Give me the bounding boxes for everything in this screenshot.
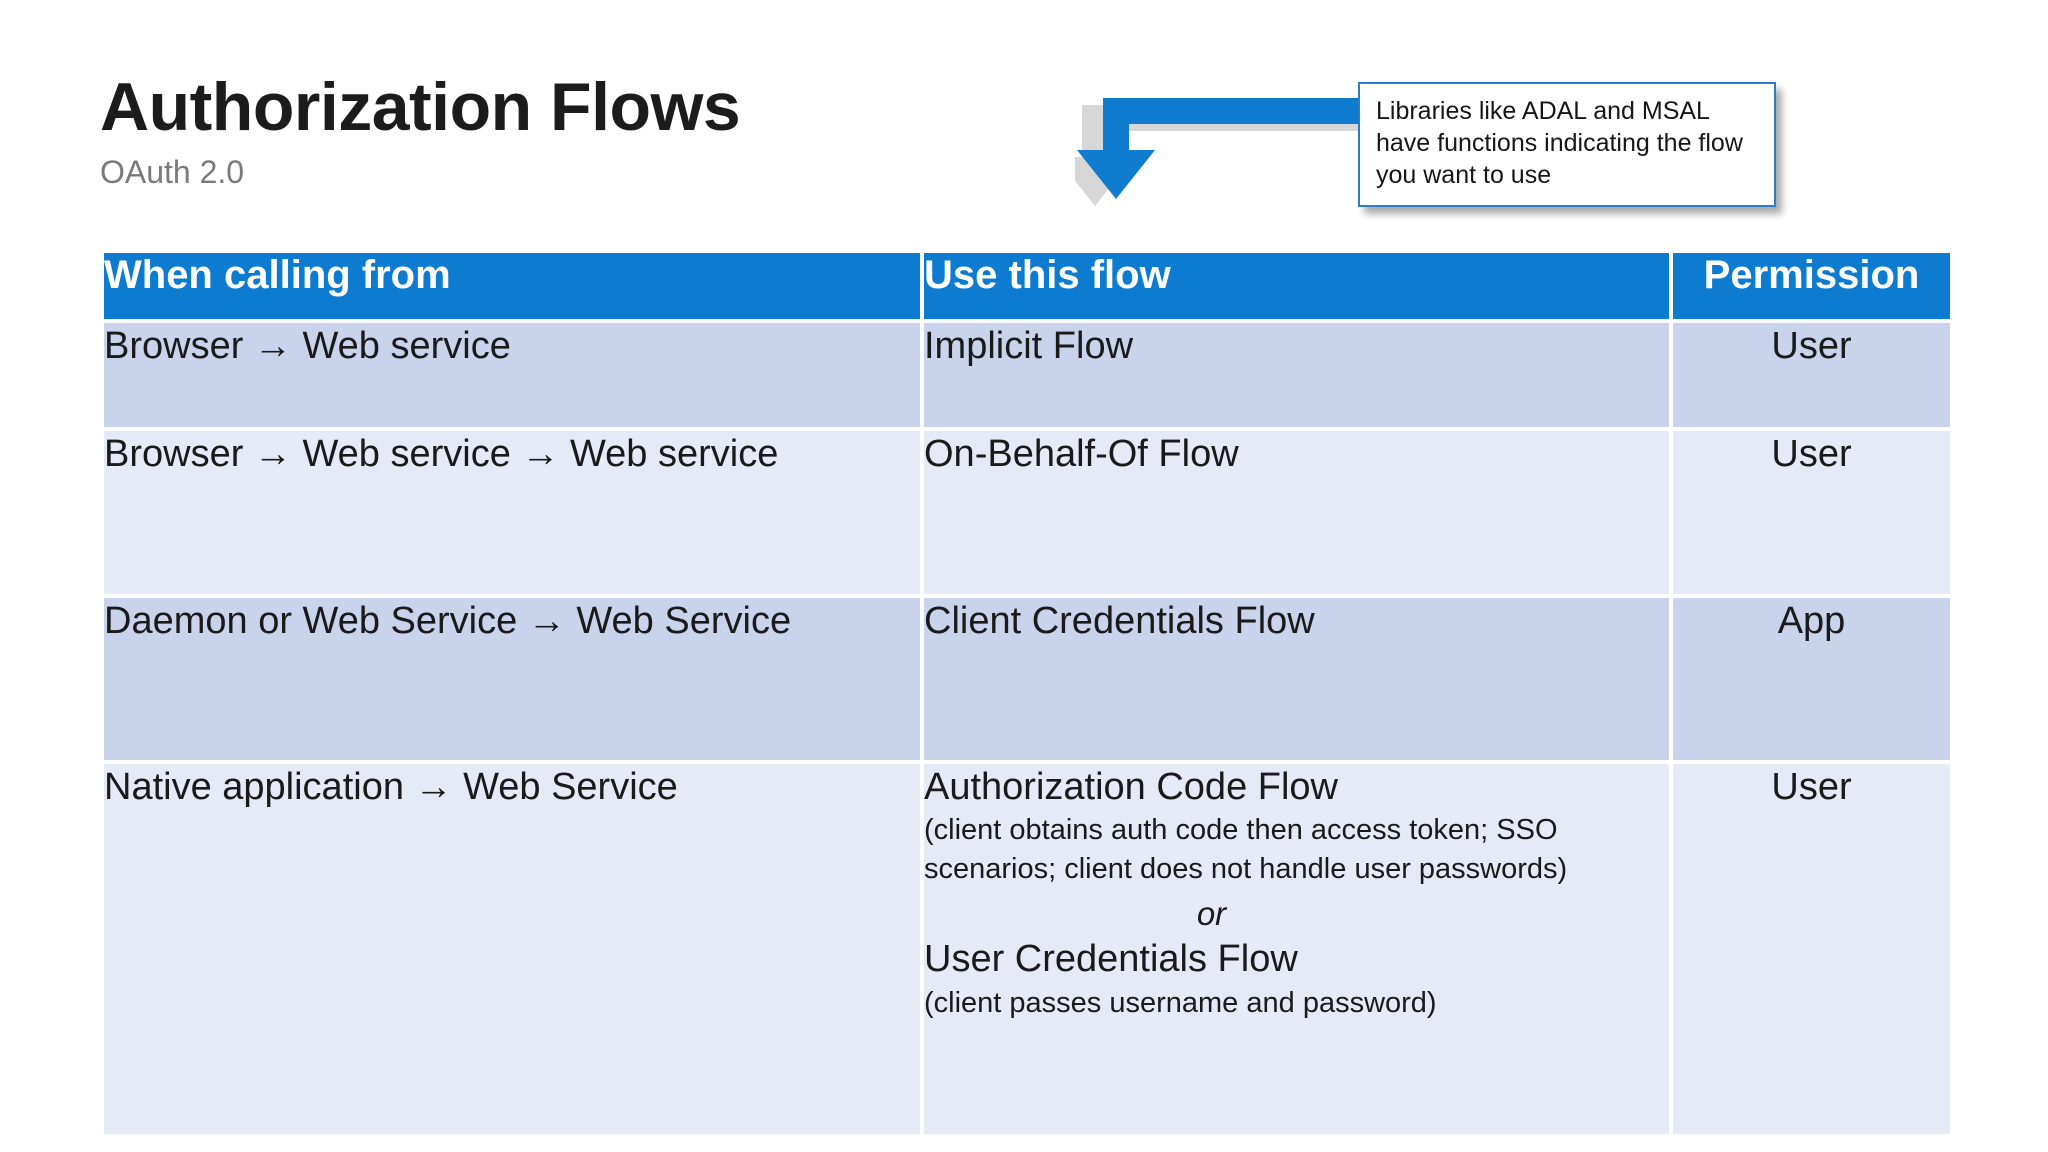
- alt-flow-name: User Credentials Flow: [924, 938, 1298, 981]
- column-header-use-this-flow: Use this flow: [924, 253, 1669, 319]
- cell-permission: User: [1673, 764, 1950, 1134]
- flow-name: Client Credentials Flow: [924, 600, 1315, 642]
- flow-name: On-Behalf-Of Flow: [924, 433, 1239, 475]
- cell-source: Browser → Web service → Web service: [104, 431, 920, 594]
- cell-flow: Implicit Flow: [924, 323, 1669, 427]
- table-row: Browser → Web service Implicit Flow User: [104, 323, 1950, 427]
- cell-source: Native application → Web Service: [104, 764, 920, 1134]
- cell-permission: User: [1673, 323, 1950, 427]
- table-row: Native application → Web Service Authori…: [104, 764, 1950, 1134]
- cell-flow: Authorization Code Flow (client obtains …: [924, 764, 1669, 1134]
- flow-note: (client obtains auth code then access to…: [924, 814, 1568, 885]
- column-header-permission: Permission: [1673, 253, 1950, 319]
- alt-flow-note: (client passes username and password): [924, 986, 1437, 1019]
- column-header-when-calling-from: When calling from: [104, 253, 920, 319]
- cell-permission: User: [1673, 431, 1950, 594]
- table-row: Browser → Web service → Web service On-B…: [104, 431, 1950, 594]
- table-header: When calling from Use this flow Permissi…: [104, 253, 1950, 319]
- authorization-flows-table: When calling from Use this flow Permissi…: [100, 249, 1954, 1138]
- page-subtitle: OAuth 2.0: [100, 154, 245, 191]
- flow-name: Authorization Code Flow: [924, 766, 1338, 808]
- table-body: Browser → Web service Implicit Flow User…: [104, 323, 1950, 1134]
- table-header-row: When calling from Use this flow Permissi…: [104, 253, 1950, 319]
- cell-source: Browser → Web service: [104, 323, 920, 427]
- callout-text: Libraries like ADAL and MSAL have functi…: [1376, 97, 1743, 189]
- title-block: Authorization Flows OAuth 2.0: [100, 69, 1000, 191]
- flow-or-label: or: [1196, 894, 1227, 932]
- cell-source: Daemon or Web Service → Web Service: [104, 598, 920, 760]
- callout-box: Libraries like ADAL and MSAL have functi…: [1358, 82, 1776, 208]
- cell-flow: Client Credentials Flow: [924, 598, 1669, 760]
- cell-flow: On-Behalf-Of Flow: [924, 431, 1669, 594]
- page-title: Authorization Flows: [100, 69, 741, 145]
- table-row: Daemon or Web Service → Web Service Clie…: [104, 598, 1950, 760]
- cell-permission: App: [1673, 598, 1950, 760]
- flow-name: Implicit Flow: [924, 325, 1134, 367]
- elbow-arrow-down-icon: [1075, 98, 1385, 222]
